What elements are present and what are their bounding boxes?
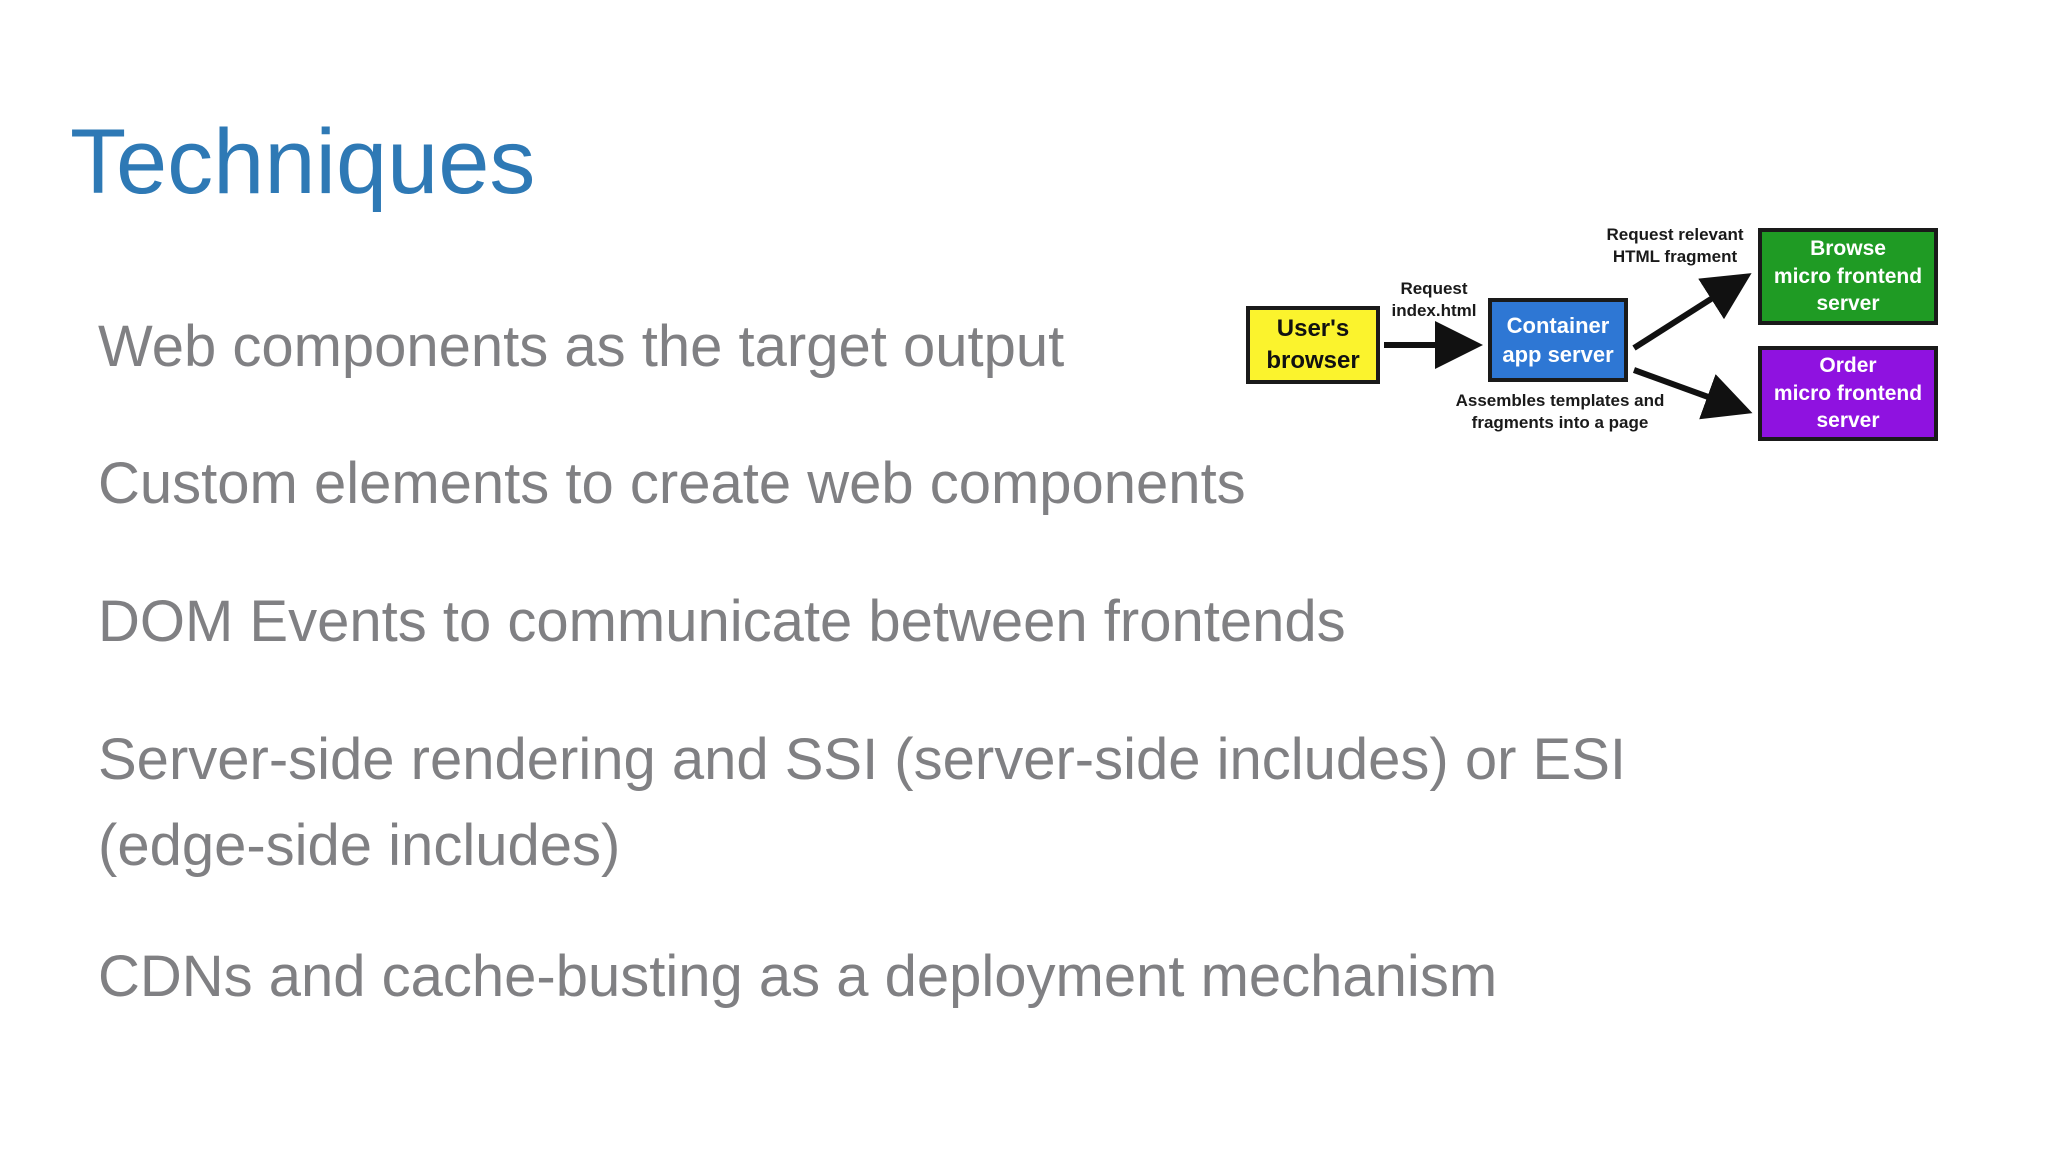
bullet-text: Server-side rendering and SSI (server-si… (98, 727, 1626, 792)
label-line: Assembles templates and (1455, 391, 1665, 410)
node-label: Container (1506, 312, 1610, 338)
bullet-item: Web components as the target output (98, 304, 1064, 390)
bullet-item: DOM Events to communicate between fronte… (98, 579, 1346, 665)
node-browse-micro-frontend-server: Browse micro frontend server (1758, 228, 1938, 325)
label-line: index.html (1391, 301, 1477, 320)
node-label: Browse (1810, 236, 1886, 260)
label-assembles-templates: Assembles templates and fragments into a… (1436, 390, 1684, 434)
diagram-arrows (1384, 273, 1753, 420)
label-line: HTML fragment (1612, 247, 1738, 266)
bullet-text: Custom elements to create web components (98, 451, 1246, 516)
node-label: app server (1502, 342, 1614, 367)
bullet-text: DOM Events to communicate between fronte… (98, 589, 1346, 654)
node-container-app-server: Container app server (1488, 298, 1628, 382)
node-users-browser: User's browser (1246, 306, 1380, 384)
bullet-text: Web components as the target output (98, 314, 1065, 379)
node-label: Order (1819, 353, 1877, 377)
arrow-container-to-browse (1632, 273, 1752, 351)
label-line: Request (1400, 279, 1468, 298)
micro-frontend-diagram: User's browser Container app server Brow… (1230, 218, 1950, 458)
node-label: micro frontend (1773, 381, 1923, 405)
bullet-item: CDNs and cache-busting as a deployment m… (98, 934, 1497, 1020)
label-line: fragments into a page (1471, 413, 1649, 432)
node-label: server (1816, 292, 1880, 316)
page-title: Techniques (70, 110, 536, 213)
label-request-index: Request index.html (1356, 278, 1512, 322)
node-label: micro frontend (1773, 264, 1923, 288)
label-request-relevant-html-fragment: Request relevant HTML fragment (1560, 224, 1790, 268)
bullet-text: CDNs and cache-busting as a deployment m… (98, 944, 1498, 1009)
node-label: browser (1266, 347, 1360, 374)
arrow-container-to-order (1632, 367, 1753, 420)
bullet-item: Server-side rendering and SSI (server-si… (98, 717, 1626, 889)
bullet-text: (edge-side includes) (98, 813, 621, 878)
node-label: server (1816, 409, 1880, 433)
node-label: User's (1276, 315, 1350, 343)
bullet-item: Custom elements to create web components (98, 441, 1246, 527)
label-line: Request relevant (1606, 225, 1744, 244)
node-order-micro-frontend-server: Order micro frontend server (1758, 346, 1938, 441)
